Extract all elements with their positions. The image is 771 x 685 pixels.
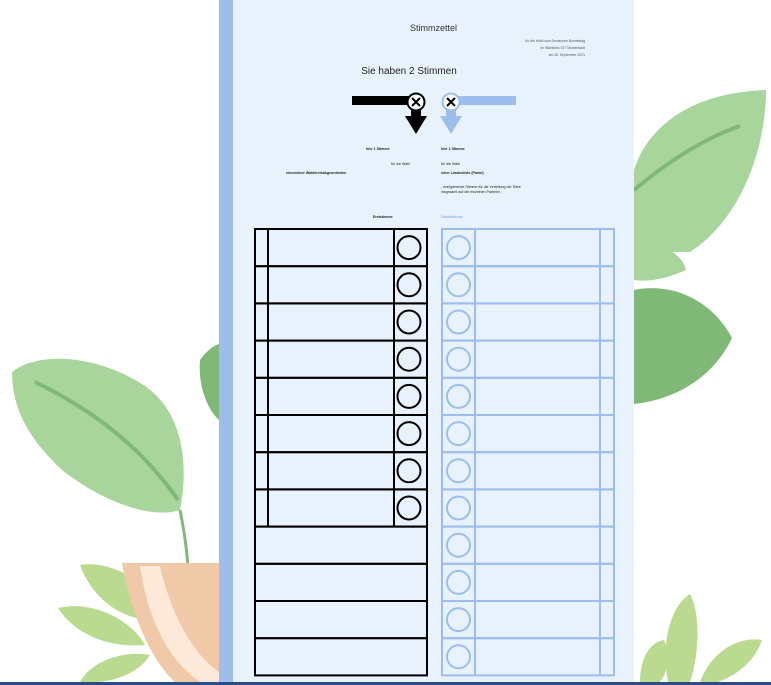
second-vote-title: hier 1 Stimme [441, 147, 465, 151]
vote-circle-icon [396, 495, 422, 521]
vote-circle-icon [446, 458, 471, 484]
ballot-subtitle-line: im Wahlkreis 027 Musterstadt [540, 46, 585, 50]
vote-circle-icon [396, 421, 422, 447]
first-vote-row [254, 302, 428, 342]
first-vote-title: hier 1 Stimme [366, 147, 390, 151]
vote-circle-icon [396, 235, 422, 261]
ballot-heading: Sie haben 2 Stimmen [361, 66, 457, 77]
first-vote-subject: eines/einer Wahlkreisabgeordneten [286, 171, 347, 175]
first-vote-arrow-icon [352, 92, 427, 134]
ballot-title: Stimmzettel [409, 23, 457, 33]
second-vote-subject: einer Landesliste (Partei) [441, 171, 484, 175]
ballot-subtitle-line: am 26. September 2021 [548, 53, 585, 57]
first-vote-column-label: Erststimme [373, 215, 393, 219]
leaves-bottom-right [640, 594, 762, 682]
second-vote-note-line: - maßgebende Stimme für die Verteilung d… [441, 185, 521, 189]
vote-circle-icon [446, 272, 471, 298]
vote-circle-icon [446, 532, 471, 558]
vote-circle-icon [396, 383, 422, 409]
vote-circle-icon [446, 569, 471, 595]
vote-circle-icon [446, 644, 471, 670]
second-vote-note-line: insgesamt auf die einzelnen Parteien - [441, 190, 503, 194]
row-border [441, 637, 615, 677]
first-vote-row [254, 637, 428, 677]
second-vote-row [441, 637, 615, 677]
ballot-subtitle-line: für die Wahl zum Deutschen Bundestag [525, 39, 585, 43]
second-vote-column-label: Zweitstimme [441, 215, 463, 219]
monstera-plant-right [632, 90, 766, 404]
vote-circle-icon [446, 383, 471, 409]
first-vote-row [254, 488, 428, 528]
vote-circle-icon [396, 272, 422, 298]
vote-circle-icon [446, 421, 471, 447]
bottom-border [0, 682, 771, 685]
first-vote-for-label: für die Wahl [391, 162, 411, 166]
plant-pot [122, 563, 219, 682]
vote-circle-icon [446, 495, 471, 521]
second-vote-table [441, 228, 615, 677]
first-vote-table [254, 228, 428, 677]
monstera-leaf-left [12, 344, 219, 576]
vote-circle-icon [446, 235, 471, 261]
second-vote-for-label: für die Wahl [441, 162, 461, 166]
vote-circle-icon [396, 309, 422, 335]
row-border [254, 637, 428, 677]
ballot-edge-strip [219, 0, 233, 682]
vote-circle-icon [446, 607, 471, 633]
second-vote-arrow-icon [440, 92, 516, 134]
vote-circle-icon [396, 346, 422, 372]
vote-circle-icon [396, 458, 422, 484]
vote-circle-icon [446, 309, 471, 335]
vote-circle-icon [446, 346, 471, 372]
first-vote-row [254, 228, 428, 268]
